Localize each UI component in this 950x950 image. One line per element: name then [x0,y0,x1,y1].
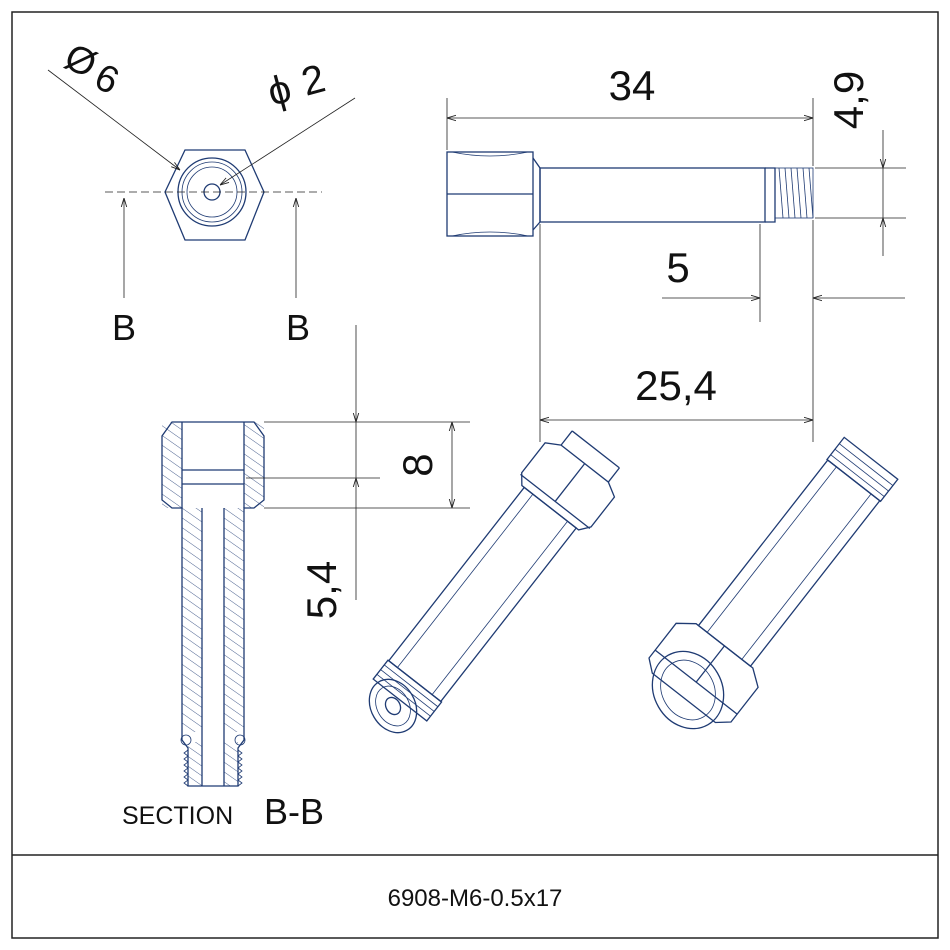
bore-diameter-symbol: ϕ [263,66,296,114]
thread-section [774,167,814,219]
cut-mark-left: B [112,307,136,348]
bore-diameter-value: 2 [297,56,330,104]
sheet-border [11,11,939,939]
isometric-view-hex-end [648,436,899,730]
outer-diameter-leader [47,69,180,170]
bore-diameter-leader [220,97,356,185]
thread-length-value: 5 [666,244,689,291]
section-label-name: B-B [264,791,324,832]
shank [539,167,766,223]
overall-length-value: 34 [609,62,656,109]
part-number: 6908-M6-0.5x17 [388,885,563,912]
thread-diameter-value: 4,9 [825,71,872,129]
isometric-view-thread-end [368,430,620,734]
side-view: 34 4,9 5 25,4 [446,62,906,442]
shank-length-value: 25,4 [635,362,717,409]
hex-height-value: 8 [394,453,441,476]
cut-mark-right: B [286,307,310,348]
end-view: Ø 6 ϕ 2 B B [47,36,356,348]
section-label-prefix: SECTION [122,802,233,830]
counterbore-depth-value: 5,4 [298,561,345,619]
section-view: 8 5,4 SECTION B-B [122,325,470,832]
